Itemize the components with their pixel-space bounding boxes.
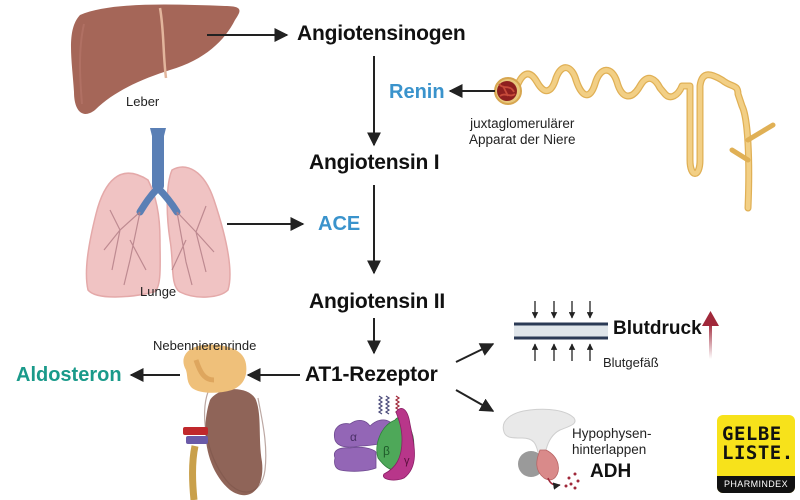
compression-arrows — [531, 301, 594, 361]
label-jg-apparatus: juxtaglomerulärer Apparat der Niere — [469, 116, 576, 148]
label-adrenal-cortex: Nebennierenrinde — [153, 338, 257, 353]
glomerulus-icon — [494, 77, 522, 105]
label-jg-apparatus-line1: juxtaglomerulärer — [470, 116, 575, 131]
node-at1-receptor: AT1-Rezeptor — [305, 363, 438, 386]
node-angiotensinogen: Angiotensinogen — [297, 22, 466, 45]
arrow-at1-to-blutdruck — [455, 343, 495, 363]
arrow-at1-to-pituitary — [455, 389, 495, 412]
node-ace: ACE — [318, 213, 361, 235]
node-aldosteron: Aldosteron — [16, 364, 122, 386]
label-pituitary-line1: Hypophysen- — [572, 426, 652, 441]
logo-line2: LISTE. — [722, 442, 794, 464]
lungs-illustration — [85, 128, 231, 298]
at1-receptor-illustration — [333, 395, 415, 481]
nephron-illustration — [511, 64, 776, 212]
pituitary-illustration — [502, 408, 580, 490]
logo-line1: GELBE — [722, 423, 782, 445]
subunit-gamma: γ — [404, 455, 410, 467]
blood-vessel-illustration — [514, 322, 608, 340]
node-blutdruck: Blutdruck — [613, 318, 702, 339]
gelbe-liste-logo: GELBE LISTE. PHARMINDEX — [717, 415, 795, 493]
liver-illustration — [71, 4, 240, 114]
node-renin: Renin — [389, 81, 445, 103]
subunit-alpha: α — [350, 430, 357, 444]
label-jg-apparatus-line2: Apparat der Niere — [469, 132, 576, 147]
increase-arrow-icon — [702, 311, 719, 359]
adrenal-kidney-illustration — [183, 344, 267, 500]
node-angiotensin-2: Angiotensin II — [309, 290, 446, 313]
logo-tagline: PHARMINDEX — [717, 476, 795, 493]
node-angiotensin-1: Angiotensin I — [309, 151, 440, 174]
label-liver: Leber — [126, 94, 160, 109]
label-blood-vessel: Blutgefäß — [603, 355, 659, 370]
label-lung: Lunge — [140, 284, 177, 299]
label-pituitary: Hypophysen- hinterlappen — [572, 426, 652, 458]
subunit-beta: β — [383, 444, 390, 458]
node-adh: ADH — [590, 461, 632, 482]
label-pituitary-line2: hinterlappen — [572, 442, 647, 457]
